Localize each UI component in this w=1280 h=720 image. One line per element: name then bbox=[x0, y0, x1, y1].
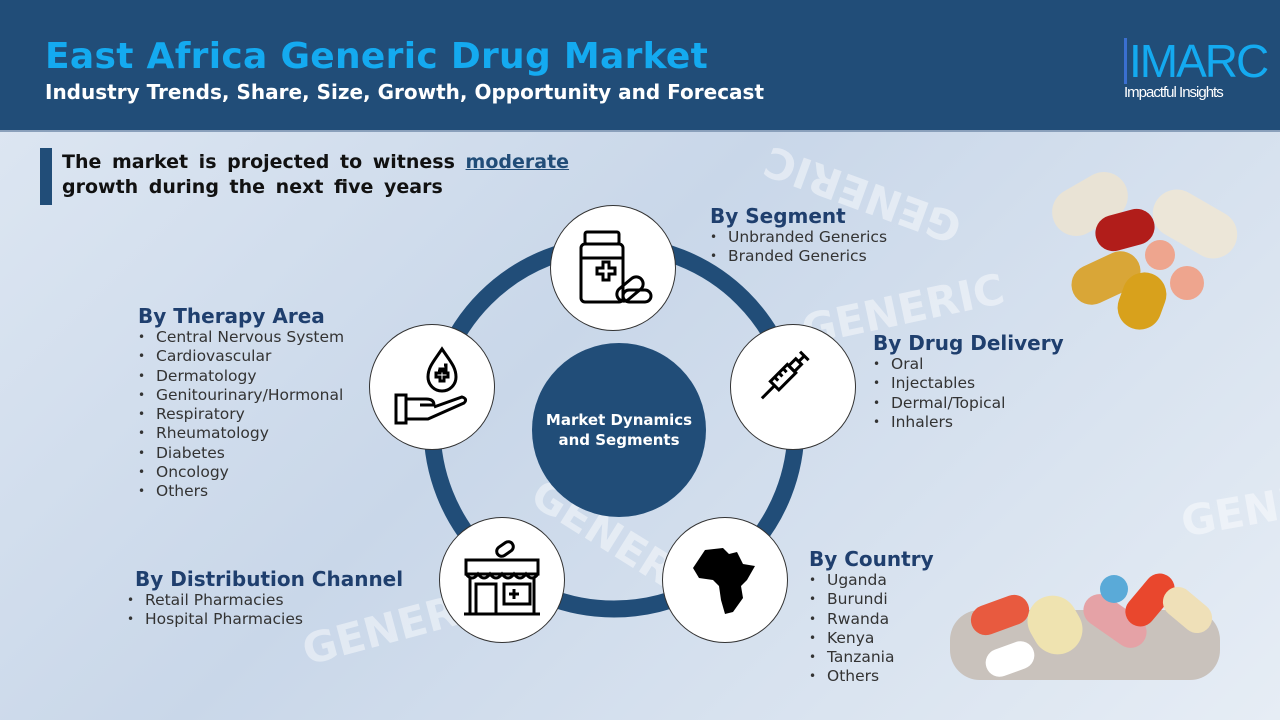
list-item: Rheumatology bbox=[138, 424, 344, 444]
list-item: Cardiovascular bbox=[138, 347, 344, 367]
list-item: Retail Pharmacies bbox=[127, 591, 403, 611]
list-item: Diabetes bbox=[138, 444, 344, 464]
intro-text-2: growth during the next five years bbox=[62, 176, 443, 198]
intro-text: The market is projected to witness bbox=[62, 151, 455, 173]
list-item: Tanzania bbox=[809, 648, 934, 668]
list-item: Oral bbox=[873, 355, 1064, 375]
pharmacy-store-icon bbox=[464, 540, 540, 616]
list-item: Injectables bbox=[873, 374, 1064, 394]
segment-node bbox=[550, 205, 676, 331]
list-item: Inhalers bbox=[873, 413, 1064, 433]
segment-title: By Distribution Channel bbox=[135, 567, 404, 591]
segment-by-country: By Country UgandaBurundiRwandaKenyaTanza… bbox=[809, 547, 934, 687]
imarc-logo: IMARC bbox=[1124, 38, 1269, 84]
center-line-2: and Segments bbox=[558, 431, 680, 449]
segment-title: By Country bbox=[809, 547, 934, 571]
list-item: Kenya bbox=[809, 629, 934, 649]
distribution-node bbox=[439, 517, 565, 643]
segment-by-drug-delivery: By Drug Delivery OralInjectablesDermal/T… bbox=[873, 331, 1064, 432]
list-item: Others bbox=[138, 482, 344, 502]
header-banner: East Africa Generic Drug Market Industry… bbox=[0, 0, 1280, 132]
page-subtitle: Industry Trends, Share, Size, Growth, Op… bbox=[45, 80, 765, 104]
country-node bbox=[662, 517, 788, 643]
intro-accent-bar bbox=[40, 148, 52, 205]
africa-map-icon bbox=[693, 548, 755, 614]
page-title: East Africa Generic Drug Market bbox=[45, 36, 709, 77]
medicine-bottle-icon bbox=[579, 230, 653, 304]
list-item: Central Nervous System bbox=[138, 328, 344, 348]
list-item: Genitourinary/Hormonal bbox=[138, 386, 344, 406]
intro-statement: The market is projected to witness moder… bbox=[62, 150, 622, 200]
segment-by-segment: By Segment Unbranded GenericsBranded Gen… bbox=[710, 204, 887, 267]
list-item: Respiratory bbox=[138, 405, 344, 425]
syringe-icon bbox=[760, 350, 810, 400]
list-item: Oncology bbox=[138, 463, 344, 483]
list-item: Uganda bbox=[809, 571, 934, 591]
segment-title: By Segment bbox=[710, 204, 846, 228]
list-item: Others bbox=[809, 667, 934, 687]
drug-delivery-node bbox=[730, 324, 856, 450]
intro-highlight: moderate bbox=[465, 151, 570, 173]
logo-tagline: Impactful Insights bbox=[1124, 84, 1224, 101]
list-item: Branded Generics bbox=[710, 247, 887, 267]
list-item: Unbranded Generics bbox=[710, 228, 887, 248]
hand-drop-icon bbox=[394, 346, 468, 425]
list-item: Rwanda bbox=[809, 610, 934, 630]
center-hub: Market Dynamics and Segments bbox=[532, 343, 706, 517]
therapy-area-node bbox=[369, 324, 495, 450]
segment-title: By Drug Delivery bbox=[873, 331, 1064, 355]
segment-by-distribution-channel: By Distribution Channel Retail Pharmacie… bbox=[127, 567, 404, 630]
list-item: Dermatology bbox=[138, 367, 344, 387]
segment-by-therapy-area: By Therapy Area Central Nervous SystemCa… bbox=[138, 304, 344, 502]
segment-title: By Therapy Area bbox=[138, 304, 325, 328]
list-item: Hospital Pharmacies bbox=[127, 610, 403, 630]
list-item: Burundi bbox=[809, 590, 934, 610]
center-line-1: Market Dynamics bbox=[545, 411, 693, 429]
list-item: Dermal/Topical bbox=[873, 394, 1064, 414]
